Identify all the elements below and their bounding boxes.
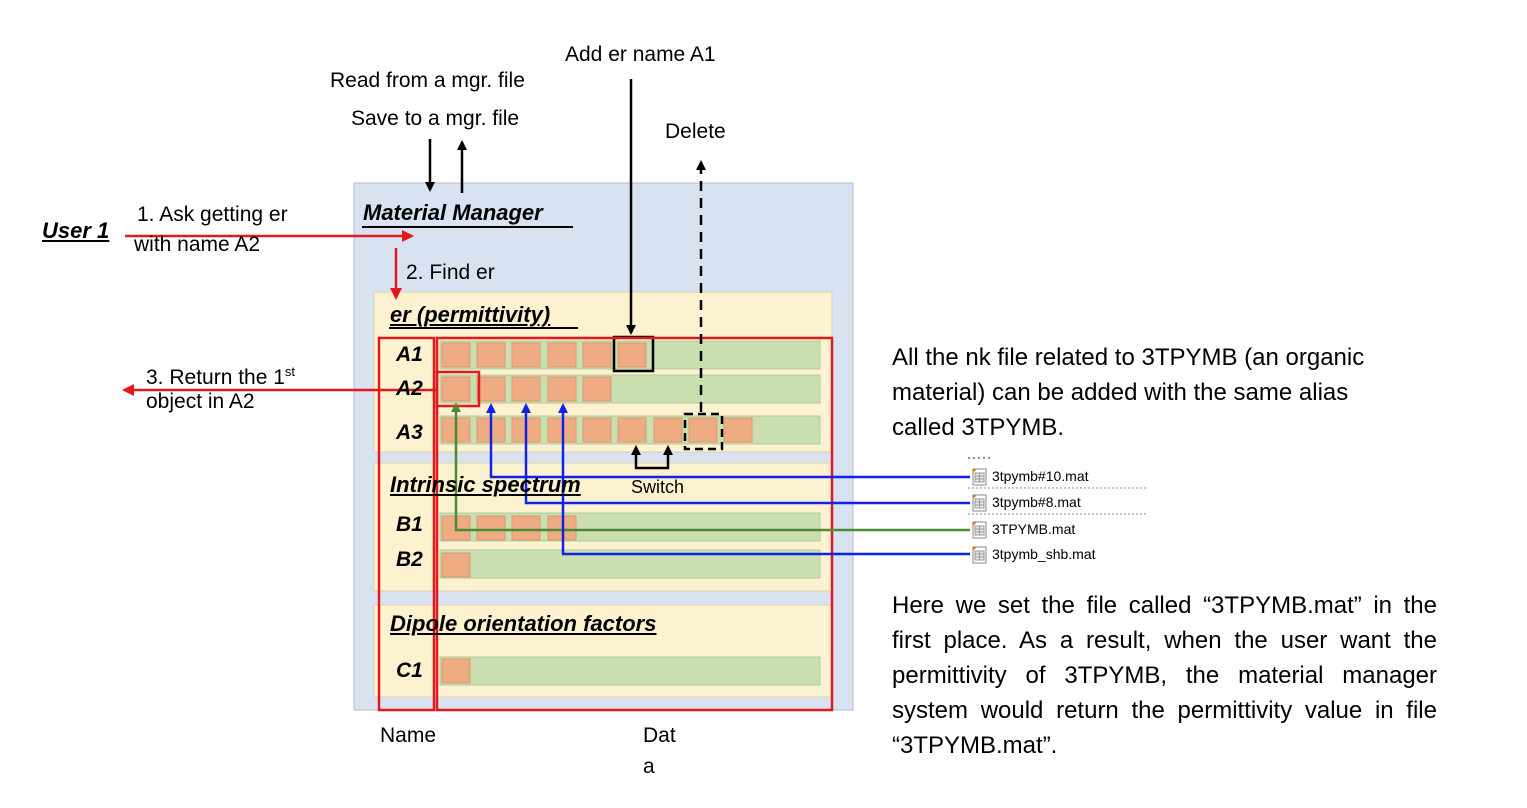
file-item[interactable]: 3tpymb#8.mat xyxy=(972,493,1081,512)
file-name: 3TPYMB.mat xyxy=(992,521,1076,537)
block xyxy=(441,342,471,368)
block xyxy=(617,417,647,443)
block xyxy=(547,342,577,368)
block xyxy=(547,376,577,402)
section-title-permittivity: er (permittivity) xyxy=(390,302,551,327)
block xyxy=(511,515,541,541)
delete-target-box xyxy=(683,412,724,451)
block xyxy=(441,658,471,684)
row-name-b1: B1 xyxy=(396,513,423,536)
blocks xyxy=(441,342,753,684)
mat-file-icon xyxy=(972,468,988,486)
block xyxy=(582,417,612,443)
step1-line1: 1. Ask getting er xyxy=(137,203,288,226)
block xyxy=(582,342,612,368)
link-3tpymb-shb xyxy=(558,403,970,556)
file-item[interactable]: 3tpymb#10.mat xyxy=(972,467,1089,486)
name-column-box xyxy=(377,336,436,712)
file-name: 3tpymb#10.mat xyxy=(992,468,1089,484)
save-label: Save to a mgr. file xyxy=(351,107,520,130)
data-column-label-line2: a xyxy=(643,755,655,778)
read-label: Read from a mgr. file xyxy=(330,69,525,92)
switch-label: Switch xyxy=(631,477,685,497)
block xyxy=(688,417,718,443)
data-column-box xyxy=(435,336,834,712)
row-name-a3: A3 xyxy=(396,421,423,444)
block xyxy=(476,376,506,402)
block xyxy=(582,376,612,402)
file-item[interactable]: 3TPYMB.mat xyxy=(972,520,1075,539)
block xyxy=(617,342,647,368)
block xyxy=(723,417,753,443)
mat-file-icon xyxy=(972,546,988,564)
block xyxy=(511,376,541,402)
row-bar-c1 xyxy=(439,656,821,686)
add-label: Add er name A1 xyxy=(565,43,716,66)
delete-label: Delete xyxy=(665,120,726,143)
note-bottom: Here we set the file called “3TPYMB.mat”… xyxy=(892,592,1437,759)
block xyxy=(441,552,471,578)
manager-title: Material Manager xyxy=(363,200,543,225)
row-name-c1: C1 xyxy=(396,659,423,682)
row-name-a1: A1 xyxy=(396,343,423,366)
row-name-a2: A2 xyxy=(396,377,423,400)
step2-label: 2. Find er xyxy=(406,261,495,284)
mat-file-icon xyxy=(972,521,988,539)
switch-connector xyxy=(634,448,670,470)
section-title-dipole: Dipole orientation factors xyxy=(390,611,657,636)
block xyxy=(476,342,506,368)
user-label: User 1 xyxy=(42,218,110,243)
section-title-intrinsic: Intrinsic spectrum xyxy=(390,472,581,497)
block xyxy=(511,342,541,368)
data-column-label-line1: Dat xyxy=(643,724,676,747)
mat-file-icon xyxy=(972,494,988,512)
file-name: 3tpymb#8.mat xyxy=(992,494,1081,510)
name-column-label: Name xyxy=(380,724,437,747)
file-item[interactable]: 3tpymb_shb.mat xyxy=(972,545,1096,564)
block xyxy=(653,417,683,443)
note-top: All the nk file related to 3TPYMB (an or… xyxy=(892,344,1365,441)
file-name: 3tpymb_shb.mat xyxy=(992,546,1096,562)
step3-line2: object in A2 xyxy=(146,390,255,413)
link-3tpymb-8 xyxy=(521,403,970,505)
step1-line2: with name A2 xyxy=(134,233,261,256)
link-3tpymb-10 xyxy=(486,403,970,479)
block xyxy=(441,376,471,402)
block xyxy=(476,515,506,541)
step3-line1: 3. Return the 1st xyxy=(146,364,296,389)
row-name-b2: B2 xyxy=(396,548,423,571)
link-3tpymb-mat xyxy=(451,402,970,532)
